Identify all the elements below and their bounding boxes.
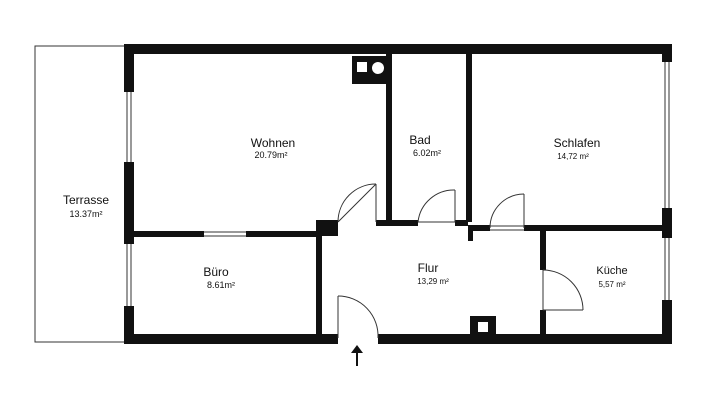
flur-chimney-icon [470,316,496,336]
doors [337,183,584,344]
interior-walls [134,54,662,338]
kueche-name: Küche [596,265,627,277]
wohnen-area: 20.79m² [254,150,287,160]
buero-name: Büro [203,265,229,279]
windows [124,62,672,306]
schlafen-name: Schlafen [554,136,601,150]
exterior-walls [124,44,672,344]
flur-name: Flur [418,261,439,275]
kueche-area: 5,57 m² [598,280,625,289]
wohnen-name: Wohnen [251,136,295,150]
bad-area: 6.02m² [413,148,441,158]
terrasse-area: 13.37m² [69,209,102,219]
schlafen-area: 14,72 m² [557,152,589,161]
chimney-icon [352,56,386,84]
flur-area: 13,29 m² [417,277,449,286]
terrasse-name: Terrasse [63,193,109,207]
room-labels: Terrasse 13.37m² Wohnen 20.79m² Bad 6.02… [63,133,628,290]
buero-area: 8.61m² [207,280,235,290]
bad-name: Bad [409,133,430,147]
entrance-arrow-icon [351,345,363,366]
